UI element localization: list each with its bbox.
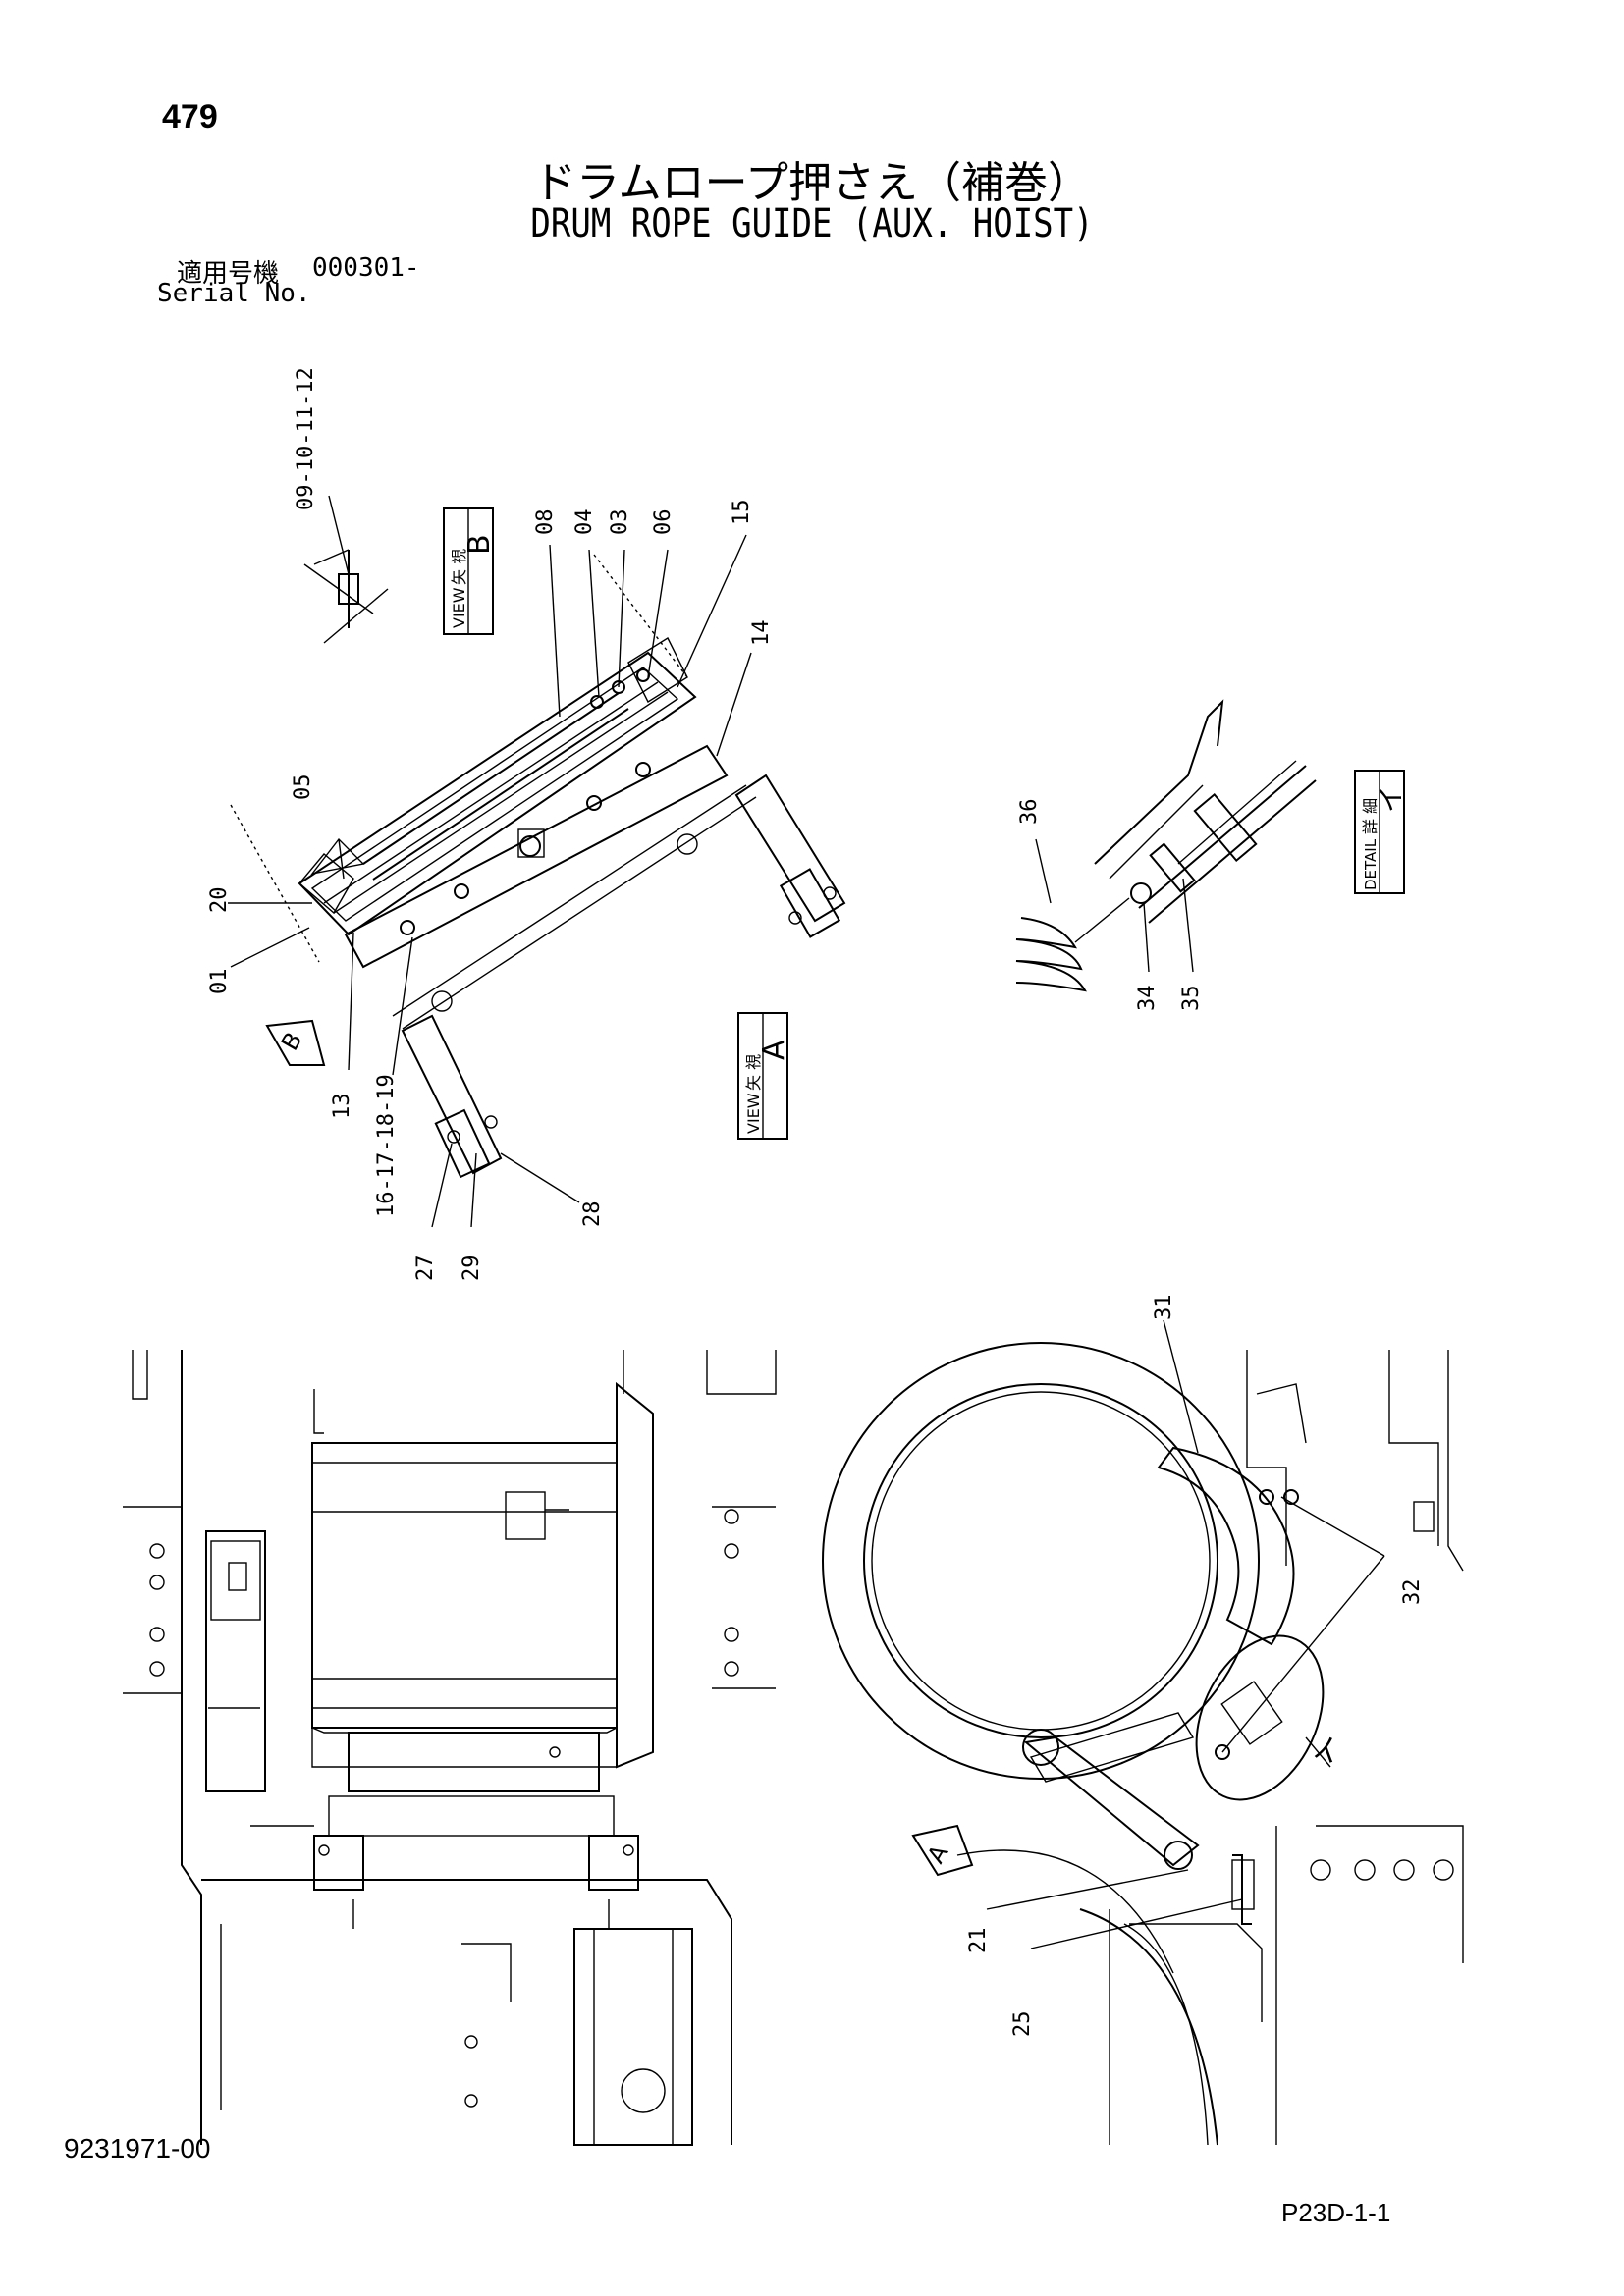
callout-16-19: 16-17-18-19 bbox=[374, 1074, 399, 1217]
callout-21: 21 bbox=[966, 1928, 991, 1954]
view-b-jp: 矢 視 bbox=[450, 549, 468, 585]
detail-i-label-box: イ DETAIL 詳 細 bbox=[1354, 770, 1407, 894]
document-number: 9231971-00 bbox=[64, 2133, 211, 2163]
drum-front-view bbox=[123, 1350, 777, 2146]
callout-03: 03 bbox=[608, 509, 632, 536]
view-b-letter: B bbox=[462, 534, 497, 555]
view-a-en: VIEW bbox=[744, 1093, 763, 1134]
callout-14: 14 bbox=[749, 620, 774, 647]
view-a-arrow-letter: A bbox=[922, 1840, 954, 1868]
view-b-en: VIEW bbox=[450, 587, 468, 628]
view-a-letter: A bbox=[757, 1040, 791, 1060]
callout-08: 08 bbox=[533, 509, 558, 536]
callout-32: 32 bbox=[1400, 1579, 1425, 1606]
callout-13: 13 bbox=[330, 1094, 354, 1120]
serial-value: 000301- bbox=[312, 253, 420, 283]
page-code: P23D-1-1 bbox=[1281, 2198, 1391, 2227]
detail-i-sketch bbox=[1015, 699, 1317, 992]
callout-05: 05 bbox=[291, 774, 315, 801]
callout-06: 06 bbox=[651, 509, 676, 536]
rope-guide-assembly bbox=[230, 554, 846, 1179]
callout-36: 36 bbox=[1017, 799, 1042, 826]
serial-label-english: Serial No. bbox=[157, 279, 311, 308]
callout-20: 20 bbox=[207, 887, 232, 914]
detail-i-jp: 詳 細 bbox=[1361, 798, 1380, 834]
view-a-arrow: A bbox=[911, 1824, 974, 1877]
view-a-label-box: A VIEW 矢 視 bbox=[737, 1012, 791, 1140]
view-a-jp: 矢 視 bbox=[744, 1054, 763, 1091]
callout-29: 29 bbox=[460, 1255, 484, 1282]
callout-04: 04 bbox=[572, 509, 597, 536]
callout-15: 15 bbox=[730, 500, 754, 526]
callout-34: 34 bbox=[1135, 986, 1160, 1012]
detail-i-letter: イ bbox=[1375, 785, 1407, 813]
serial-label-japanese: 適用号機 bbox=[177, 259, 280, 289]
detail-i-en: DETAIL bbox=[1362, 838, 1380, 890]
leader-lines bbox=[228, 495, 1385, 1949]
title-japanese: ドラムロープ押さえ（補巻） bbox=[532, 158, 1092, 208]
callout-35: 35 bbox=[1179, 986, 1204, 1012]
callout-31: 31 bbox=[1152, 1295, 1176, 1321]
callout-27: 27 bbox=[413, 1255, 438, 1282]
callout-labels: 09-10-11-12 08 04 03 06 15 14 05 20 01 1… bbox=[207, 367, 1425, 2037]
view-b-label-box: B VIEW 矢 視 bbox=[443, 507, 497, 635]
page-number: 479 bbox=[162, 98, 218, 135]
callout-01: 01 bbox=[207, 969, 232, 995]
drum-side-view bbox=[822, 1342, 1464, 2146]
title-english: DRUM ROPE GUIDE (AUX. HOIST) bbox=[530, 201, 1094, 246]
callout-25: 25 bbox=[1010, 2011, 1035, 2038]
callout-09-12: 09-10-11-12 bbox=[294, 367, 318, 510]
callout-28: 28 bbox=[580, 1201, 605, 1228]
view-b-arrow: B bbox=[265, 1019, 326, 1066]
